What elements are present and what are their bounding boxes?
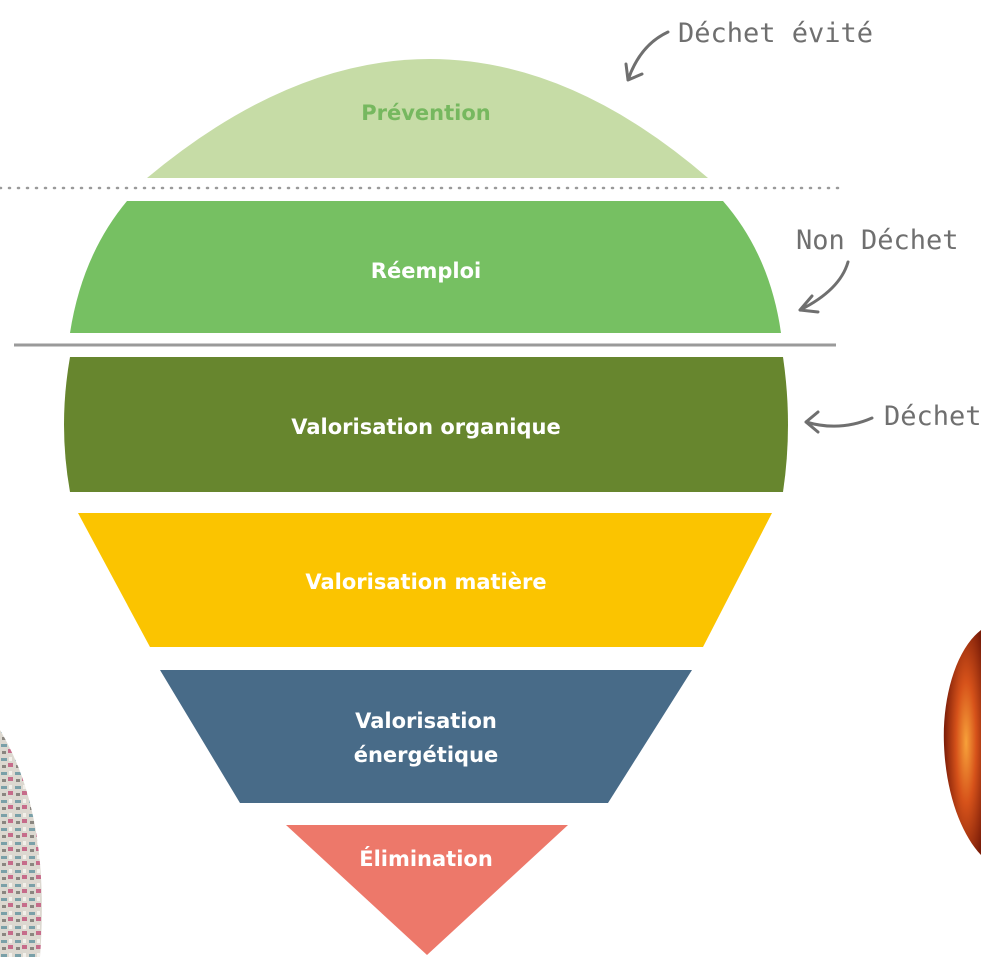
tier-elimination [286, 825, 568, 955]
tier-prevention [147, 59, 708, 178]
tier-label-prevention: Prévention [361, 101, 491, 125]
paper-waste-photo [0, 730, 42, 957]
annotation-dechet-evite: Déchet évité [678, 18, 873, 49]
tier-valorisation-energetique [160, 670, 692, 803]
arrow-icon [624, 30, 670, 82]
tier-label-valorisation-energetique-2: énergétique [354, 743, 499, 767]
tier-label-valorisation-energetique-1: Valorisation [355, 709, 497, 733]
annotation-non-dechet: Non Déchet [796, 225, 959, 256]
fire-photo [943, 630, 981, 855]
arrow-icon [804, 410, 874, 434]
arrow-icon [798, 260, 850, 314]
tier-valorisation-matiere [78, 513, 772, 647]
tier-label-elimination: Élimination [359, 846, 493, 871]
annotation-dechet: Déchet [884, 401, 981, 432]
tier-label-valorisation-organique: Valorisation organique [291, 415, 560, 439]
tier-reemploi [70, 201, 781, 333]
tier-label-valorisation-matiere: Valorisation matière [305, 570, 546, 594]
tier-label-reemploi: Réemploi [371, 259, 481, 283]
tier-valorisation-organique [64, 357, 788, 492]
